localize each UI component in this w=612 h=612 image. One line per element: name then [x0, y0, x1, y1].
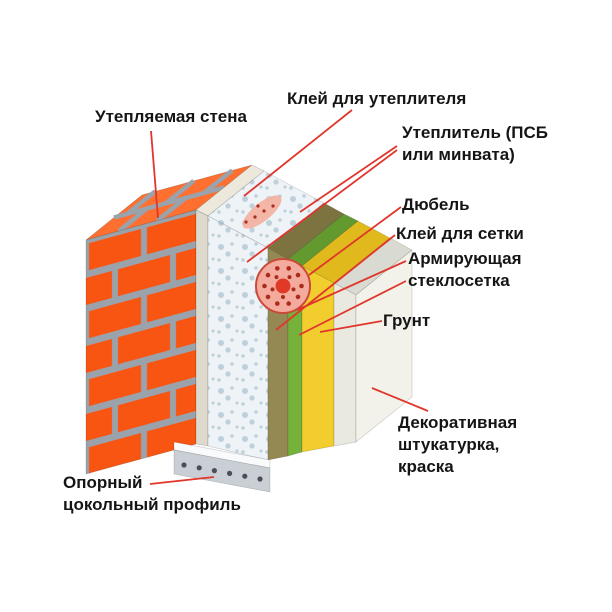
brick-wall-front-face	[85, 209, 197, 475]
label-base-profile-line1: Опорный	[63, 473, 143, 492]
label-plaster-line2: штукатурка,	[398, 434, 500, 454]
label-insulation-line1: Утеплитель (ПСБ	[402, 123, 549, 142]
label-mesh: Армирующая стеклосетка	[408, 248, 522, 292]
base-profile-front	[173, 449, 271, 493]
label-primer: Грунт	[383, 311, 431, 330]
leader-lines	[149, 109, 429, 485]
label-base-profile: Опорный цокольный профиль	[63, 472, 241, 516]
label-dowel: Дюбель	[402, 195, 470, 214]
label-insulated-wall: Утепляемая стена	[95, 107, 247, 126]
dowel-core	[275, 278, 291, 294]
label-mesh-line2: стеклосетка	[408, 270, 510, 290]
leader-mesh-2	[298, 280, 407, 336]
leader-dowel	[308, 206, 402, 276]
base-profile	[173, 441, 271, 493]
dowel-perforations	[262, 266, 304, 306]
leader-primer	[319, 320, 383, 333]
leader-mesh-1	[296, 260, 407, 311]
label-insulation: Утеплитель (ПСБ или минвата)	[402, 122, 548, 166]
plaster-outer-surface	[355, 249, 413, 443]
leader-base-profile	[149, 476, 215, 485]
insulation-glue-front	[195, 209, 209, 447]
dowel-plate	[255, 258, 311, 314]
leader-insulation-1	[299, 145, 398, 213]
brick-wall-top-mortar	[113, 168, 234, 233]
label-mesh-line1: Армирующая	[408, 249, 522, 268]
brick-wall	[85, 164, 253, 475]
label-mesh-glue: Клей для сетки	[396, 224, 524, 243]
label-plaster: Декоративная штукатурка, краска	[398, 412, 517, 477]
label-insulation-line2: или минвата)	[402, 144, 515, 164]
base-profile-holes	[181, 462, 263, 482]
leader-plaster	[371, 387, 429, 412]
label-plaster-line1: Декоративная	[398, 413, 518, 432]
label-base-profile-line2: цокольный профиль	[63, 494, 241, 514]
leader-insulation-glue	[243, 109, 353, 197]
leader-insulation-2	[246, 149, 398, 263]
label-insulation-glue: Клей для утеплителя	[287, 89, 467, 108]
glue-dab	[242, 195, 282, 229]
leader-insulated-wall	[150, 130, 159, 219]
leader-mesh-glue	[275, 234, 396, 331]
label-plaster-line3: краска	[398, 456, 454, 476]
